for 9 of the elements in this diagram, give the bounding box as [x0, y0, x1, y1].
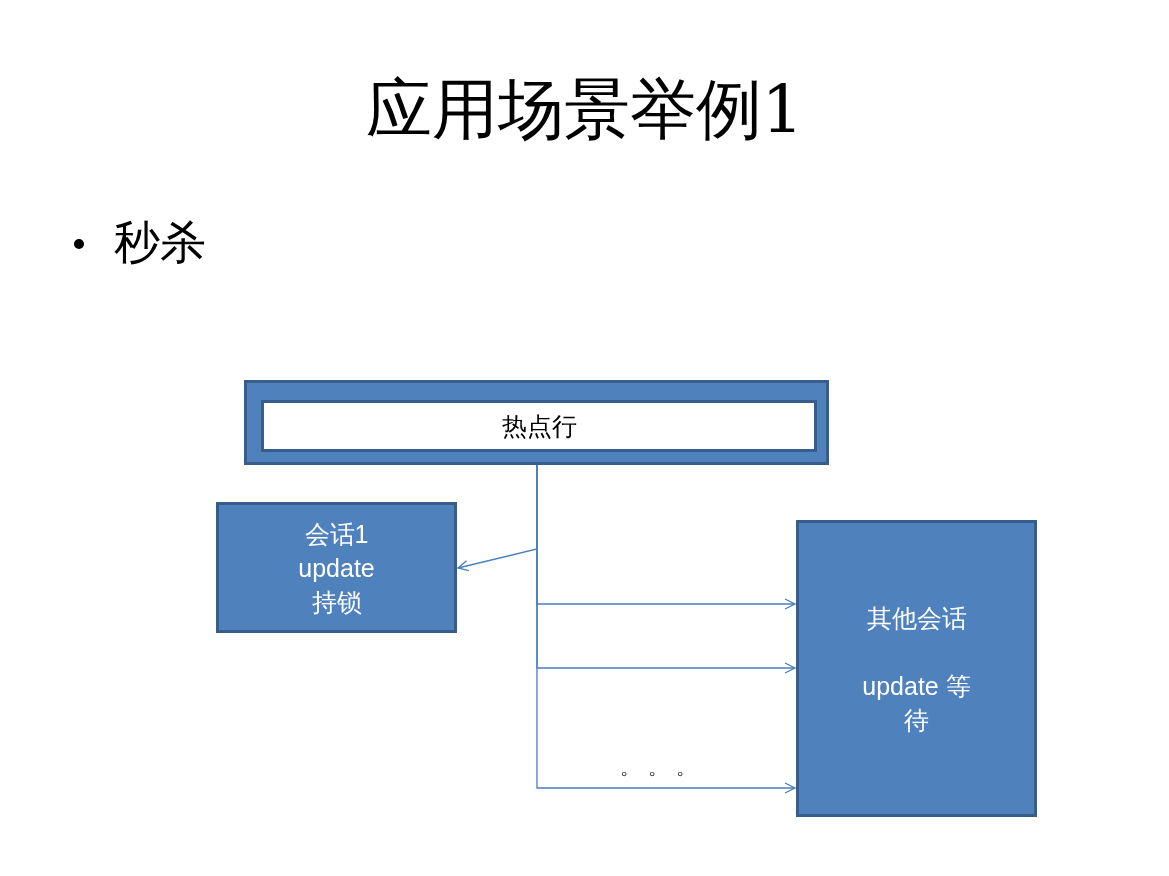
box-text: 其他会话	[865, 602, 968, 634]
session-box	[796, 520, 1037, 817]
bullet-text: 秒杀	[114, 214, 206, 270]
row-frame	[244, 380, 829, 465]
box-text: update 等待	[861, 670, 972, 736]
hot-row-box: 热点行	[261, 400, 817, 452]
session-box: 会话1 update 持锁	[216, 502, 457, 633]
slide-title: 应用场景举例1	[364, 70, 805, 150]
ellipsis-label: 。。。	[620, 755, 704, 780]
